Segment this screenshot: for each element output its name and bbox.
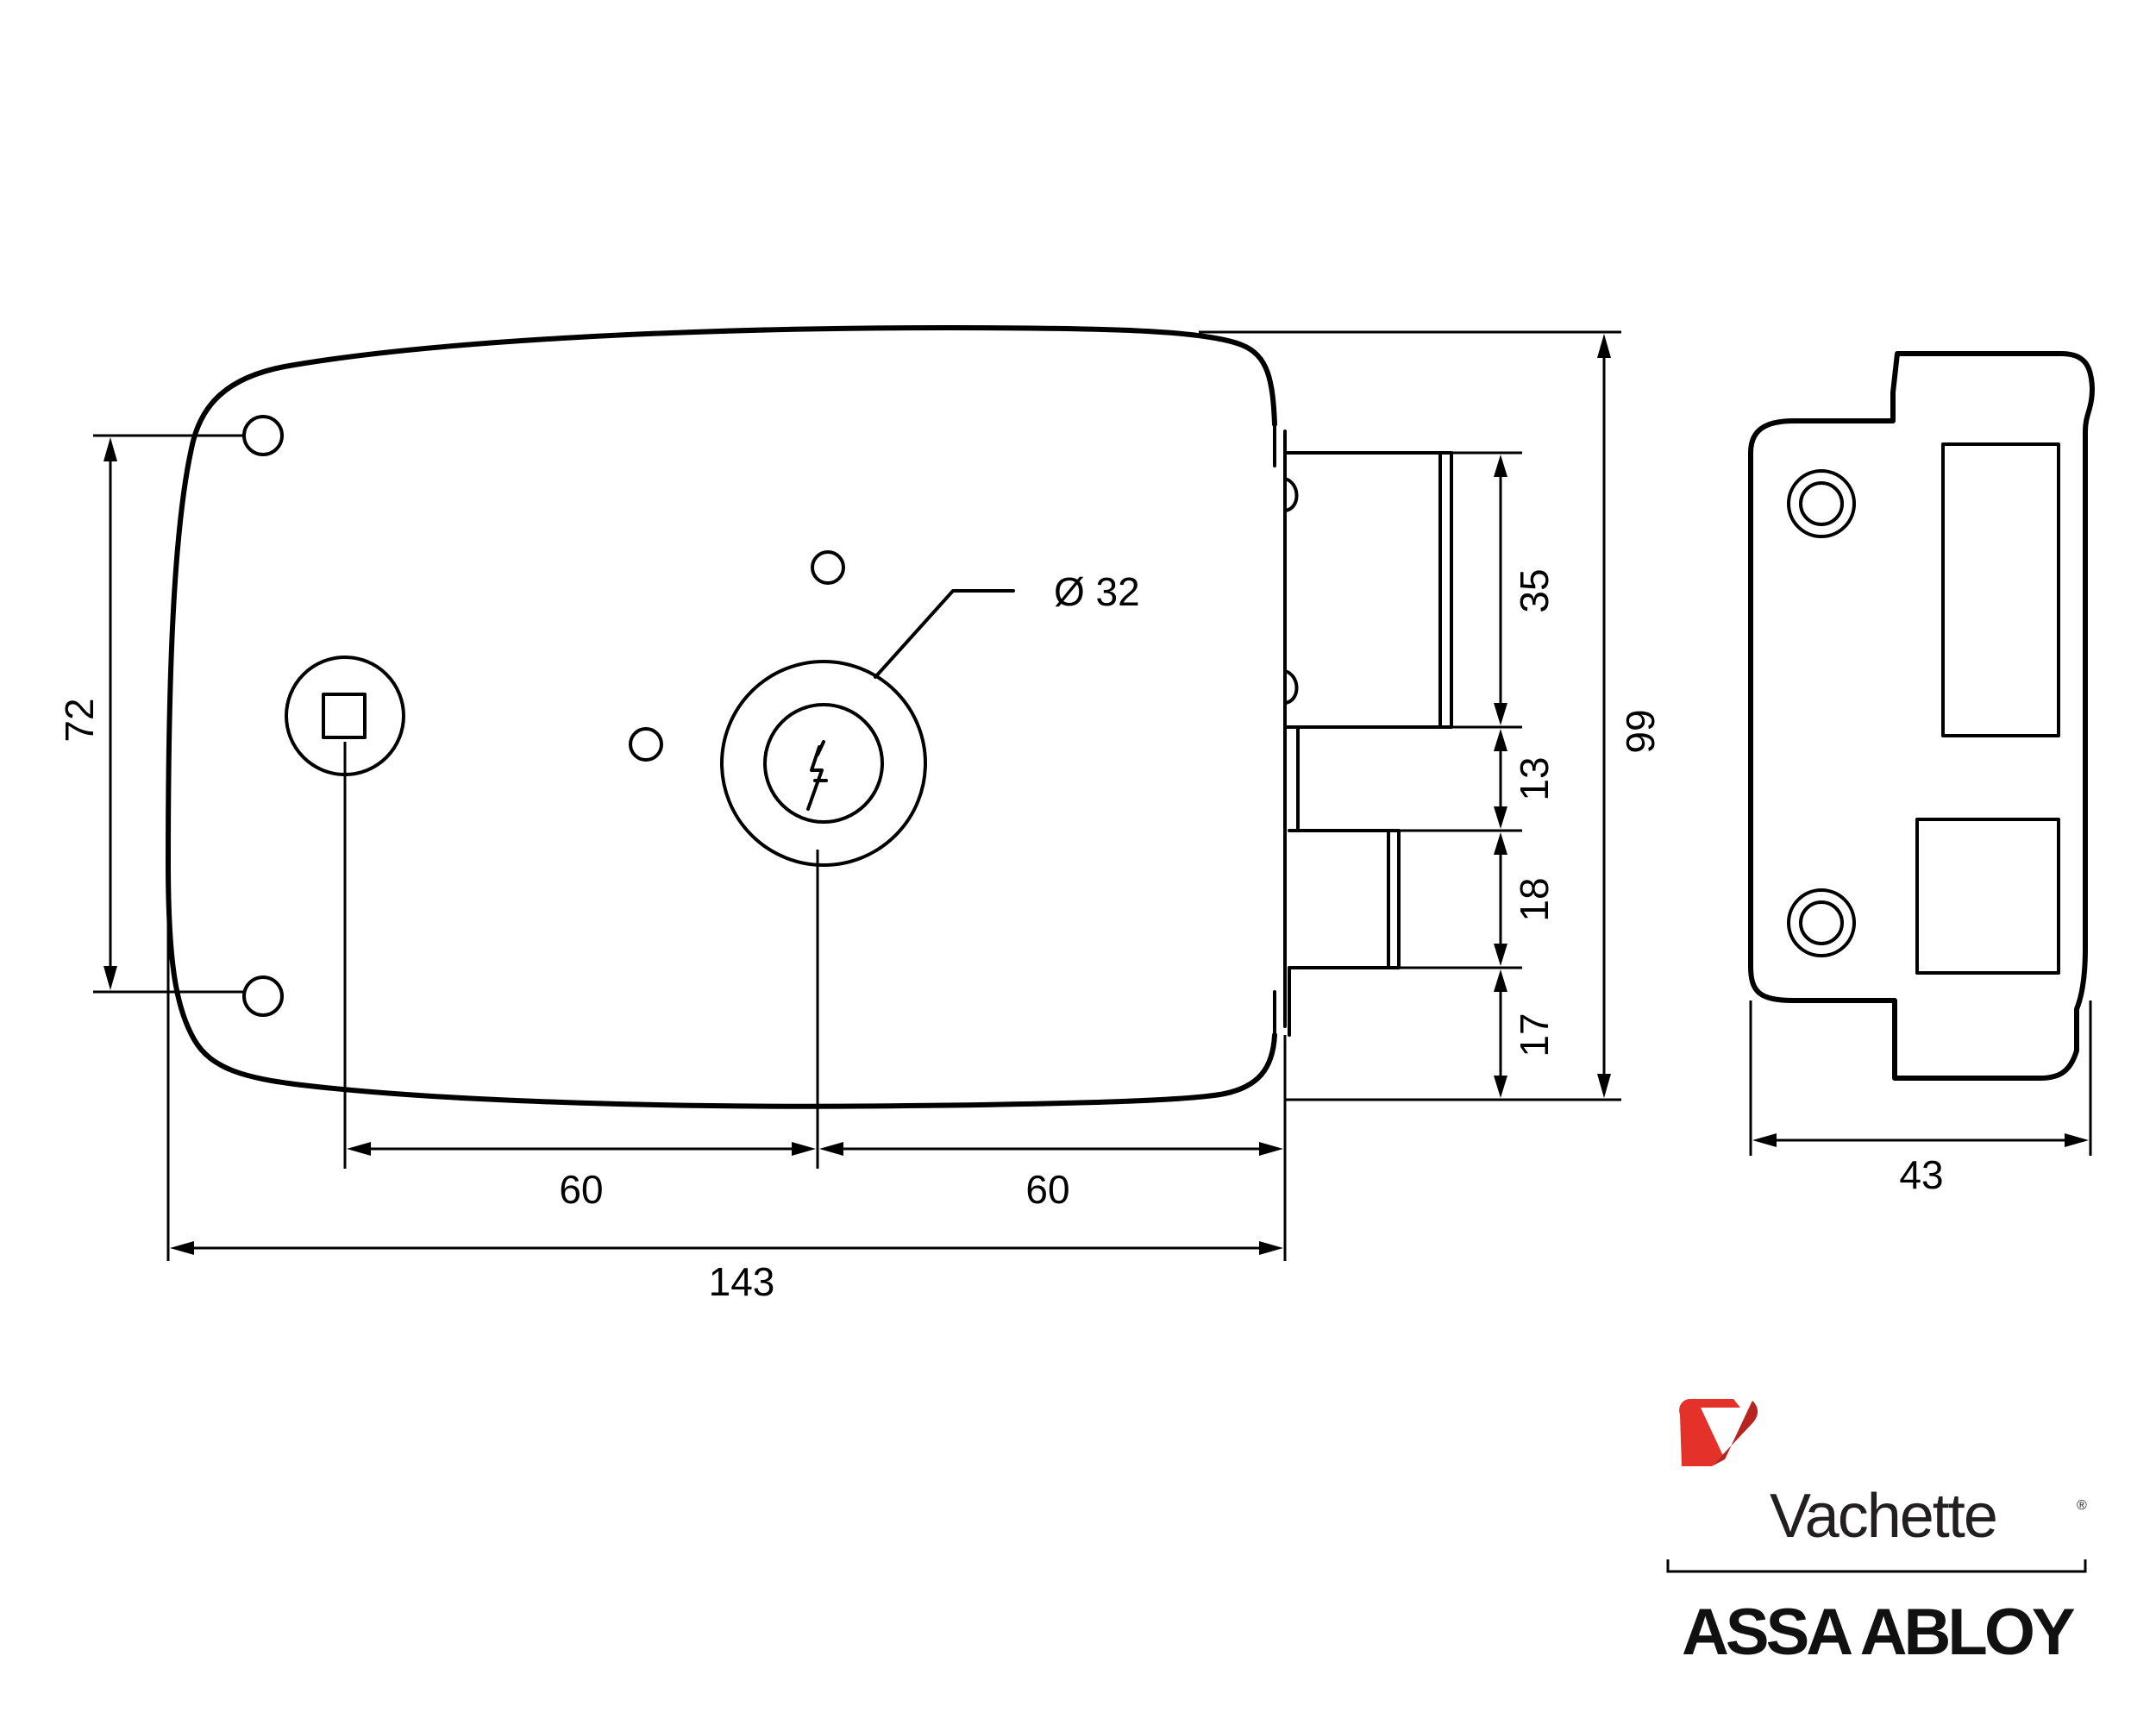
- dim-72-arrow-bottom: [103, 966, 117, 990]
- dim-13-arrow-top: [1494, 729, 1507, 751]
- latch-bolt-outline: [1288, 829, 1401, 969]
- dim-17-arrow-bottom: [1494, 1076, 1507, 1098]
- screw-hole-upper: [811, 550, 845, 585]
- dim-143-arrow-start: [170, 1241, 194, 1255]
- dim-99-arrow-bottom: [1597, 1074, 1611, 1098]
- dim-99-arrow-top: [1597, 334, 1611, 358]
- spindle-square-hole: [322, 693, 367, 739]
- strike-deadbolt-opening: [1941, 442, 2060, 737]
- cylinder-diameter-label: Ø 32: [1054, 569, 1140, 614]
- dim-13-label: 13: [1512, 756, 1557, 800]
- assa-abloy-wordmark: ASSA ABLOY: [1682, 1596, 2075, 1669]
- cylinder-outer-ring: [720, 660, 927, 867]
- dim-72-arrow-top: [103, 437, 117, 461]
- strike-screw-top-inner: [1799, 481, 1844, 526]
- strike-plate-outline: [1748, 351, 2095, 1081]
- dim-13-arrow-bottom: [1494, 806, 1507, 829]
- bolts: [1283, 451, 1453, 1037]
- vachette-v-accent: [1712, 1401, 1758, 1466]
- strike-screw-bottom-outer: [1787, 888, 1856, 957]
- dim-35-arrow-bottom: [1494, 703, 1507, 725]
- strike-screw-bottom-inner: [1799, 900, 1844, 945]
- logo-divider: [1666, 1559, 2087, 1573]
- dim-60-right-arrow-end: [1259, 1142, 1283, 1156]
- dim-99-label: 99: [1618, 709, 1663, 753]
- strike-screw-top-outer: [1787, 469, 1856, 538]
- lock-body: Ø 32: [166, 325, 1287, 1109]
- dim-60-right-label: 60: [1025, 1167, 1069, 1212]
- dim-72-label: 72: [57, 698, 102, 742]
- dim-60-left-arrow-end: [792, 1142, 816, 1156]
- vachette-wordmark: Vachette: [1770, 1482, 1996, 1551]
- deadbolt-edge-stud-bottom: [1283, 669, 1299, 705]
- strike-latch-opening: [1915, 818, 2060, 975]
- mounting-hole-bottom: [242, 975, 284, 1017]
- dim-43-arrow-start: [1752, 1133, 1777, 1147]
- strike-plate: [1748, 351, 2095, 1081]
- cylinder-plug: [763, 703, 884, 824]
- lock-case-outline: [166, 325, 1277, 1109]
- dim-60-left-arrow-start: [347, 1142, 371, 1156]
- cylinder-leader-line: [874, 589, 1015, 679]
- dim-143-label: 143: [709, 1259, 775, 1304]
- dim-18-arrow-bottom: [1494, 944, 1507, 966]
- dim-60-right-arrow-start: [819, 1142, 843, 1156]
- deadbolt-edge-stud-top: [1283, 477, 1299, 512]
- dim-43-label: 43: [1899, 1152, 1943, 1197]
- mounting-hole-top: [242, 415, 284, 456]
- dimension-lines: 72 99 35 13 18 17: [57, 330, 2092, 1304]
- brand-logo: Vachette ® ASSA ABLOY: [1666, 1399, 2087, 1669]
- dim-17-arrow-top: [1494, 969, 1507, 992]
- registered-mark: ®: [2077, 1498, 2087, 1513]
- dim-143-arrow-end: [1259, 1241, 1283, 1255]
- screw-hole-lower: [629, 727, 663, 762]
- dim-60-left-label: 60: [559, 1167, 603, 1212]
- dim-35-arrow-top: [1494, 455, 1507, 477]
- vachette-v-icon: [1679, 1399, 1758, 1466]
- keyhole-icon: [806, 740, 828, 811]
- deadbolt-outline: [1283, 451, 1453, 729]
- dim-17-label: 17: [1512, 1013, 1557, 1057]
- dim-18-arrow-top: [1494, 832, 1507, 855]
- dim-43-arrow-end: [2065, 1133, 2089, 1147]
- dim-18-label: 18: [1512, 877, 1557, 921]
- dim-35-label: 35: [1512, 568, 1557, 612]
